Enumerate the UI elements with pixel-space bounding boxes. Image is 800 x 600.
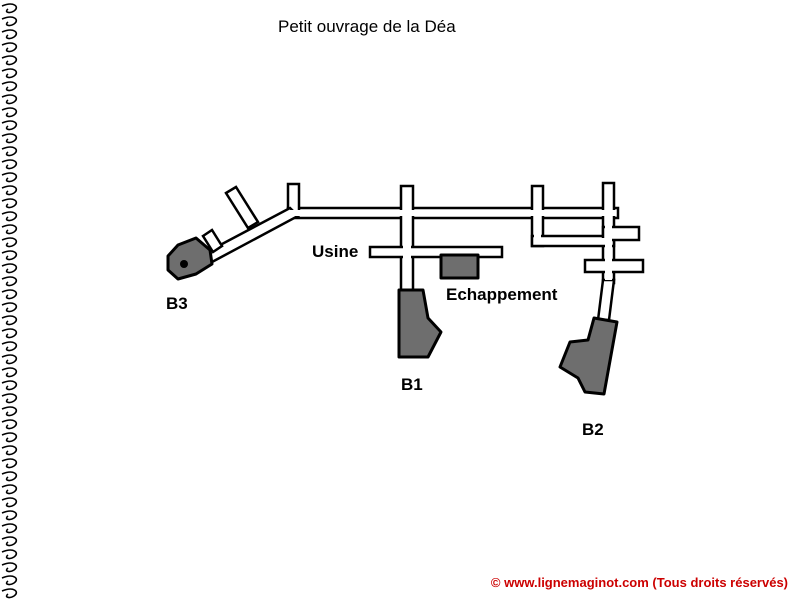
binding-loop	[1, 575, 18, 586]
binding-loop	[1, 250, 18, 261]
binding-loop	[1, 198, 18, 209]
binding-loop	[1, 224, 18, 235]
binding-loop	[1, 211, 18, 222]
binding-loop	[1, 419, 18, 430]
binding-loop	[1, 432, 18, 443]
binding-loop	[1, 510, 18, 521]
binding-loop	[1, 68, 18, 79]
label-echappement: Echappement	[446, 285, 558, 304]
binding-loop	[1, 549, 18, 560]
binding-loop	[1, 562, 18, 573]
block-b3-dot	[180, 260, 188, 268]
label-b2: B2	[582, 420, 604, 439]
notebook-binding	[1, 3, 18, 599]
block-echappement	[439, 253, 480, 280]
binding-loop	[1, 588, 18, 599]
binding-loop	[1, 302, 18, 313]
label-b1: B1	[401, 375, 423, 394]
binding-loop	[1, 484, 18, 495]
binding-loop	[1, 16, 18, 27]
page-title: Petit ouvrage de la Déa	[278, 17, 456, 36]
binding-loop	[1, 237, 18, 248]
block-b3	[166, 236, 214, 281]
binding-loop	[1, 172, 18, 183]
binding-loop	[1, 3, 18, 14]
binding-loop	[1, 185, 18, 196]
binding-loop	[1, 133, 18, 144]
gallery-right-lower	[583, 258, 645, 274]
binding-loop	[1, 406, 18, 417]
binding-loop	[1, 120, 18, 131]
binding-loop	[1, 159, 18, 170]
binding-loop	[1, 523, 18, 534]
binding-loop	[1, 94, 18, 105]
binding-loop	[1, 341, 18, 352]
gallery-usine	[368, 245, 504, 259]
block-b1	[397, 288, 443, 359]
binding-loop	[1, 393, 18, 404]
binding-loop	[1, 146, 18, 157]
gallery-small-stub	[201, 228, 224, 254]
binding-loop	[1, 367, 18, 378]
binding-loop	[1, 380, 18, 391]
binding-loop	[1, 263, 18, 274]
binding-loop	[1, 55, 18, 66]
label-usine: Usine	[312, 242, 359, 261]
binding-loop	[1, 328, 18, 339]
binding-loop	[1, 471, 18, 482]
binding-loop	[1, 107, 18, 118]
binding-loop	[1, 458, 18, 469]
binding-loop	[1, 354, 18, 365]
copyright-notice: © www.lignemaginot.com (Tous droits rése…	[490, 575, 788, 590]
binding-loop	[1, 536, 18, 547]
gallery-b2-passage	[596, 278, 616, 322]
binding-loop	[1, 497, 18, 508]
binding-loop	[1, 276, 18, 287]
block-b2	[558, 316, 619, 396]
label-b3: B3	[166, 294, 188, 313]
binding-loop	[1, 42, 18, 53]
binding-loop	[1, 315, 18, 326]
binding-loop	[1, 29, 18, 40]
gallery-branch-up	[224, 185, 260, 230]
binding-loop	[1, 445, 18, 456]
binding-loop	[1, 81, 18, 92]
binding-loop	[1, 289, 18, 300]
